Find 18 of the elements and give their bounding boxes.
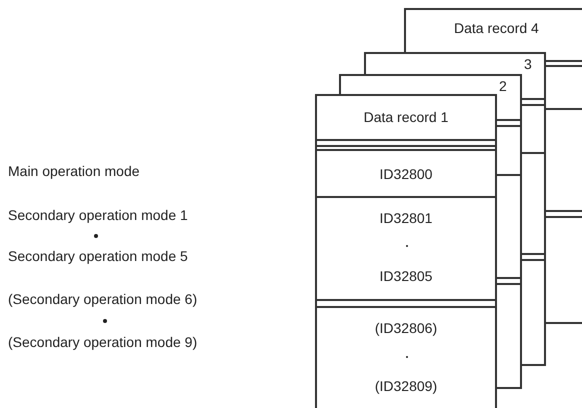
record-card [315, 94, 497, 408]
mode-label: Main operation mode [8, 163, 140, 179]
parameter-id: ID32800 [378, 166, 434, 182]
mode-label: (Secondary operation mode 9) [8, 334, 198, 350]
record-title: Data record 4 [454, 20, 539, 36]
parameter-id: ID32801 [378, 210, 434, 226]
mode-label: Secondary operation mode 5 [8, 248, 188, 264]
record-card [339, 74, 522, 94]
record-title: 3 [524, 56, 532, 72]
record-card [364, 52, 546, 74]
mode-label: (Secondary operation mode 6) [8, 291, 198, 307]
parameter-id: (ID32809) [374, 378, 438, 394]
record-title: 2 [499, 78, 507, 94]
mode-label: Secondary operation mode 1 [8, 207, 188, 223]
record-card [404, 8, 582, 52]
parameter-id: (ID32806) [374, 320, 438, 336]
parameter-id: ID32805 [378, 268, 434, 284]
record-title: Data record 1 [362, 109, 450, 125]
